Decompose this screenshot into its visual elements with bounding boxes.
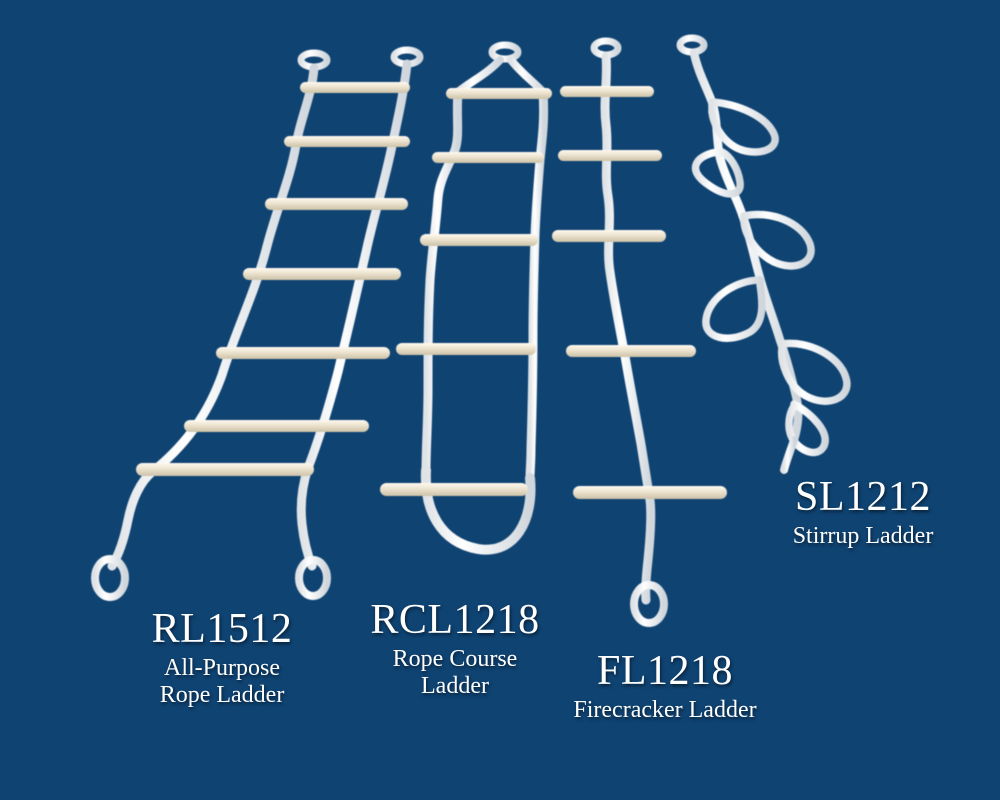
product-label-rl1512: RL1512 All-Purpose Rope Ladder bbox=[92, 606, 352, 709]
product-label-rcl1218: RCL1218 Rope Course Ladder bbox=[340, 597, 570, 700]
sl1212-stirrup-loops bbox=[691, 98, 851, 457]
product-desc-line2-rl1512: Rope Ladder bbox=[159, 681, 285, 708]
product-desc-line2-rcl1218: Ladder bbox=[421, 672, 489, 699]
rcl1218-rungs bbox=[380, 88, 552, 496]
product-desc-line1-sl1212: Stirrup Ladder bbox=[792, 523, 934, 550]
product-rl1512-graphic bbox=[91, 46, 424, 601]
product-label-sl1212: SL1212 Stirrup Ladder bbox=[748, 474, 978, 550]
product-sku-fl1218: FL1218 bbox=[596, 648, 733, 694]
product-label-fl1218: FL1218 Firecracker Ladder bbox=[550, 648, 780, 724]
product-sku-sl1212: SL1212 bbox=[794, 474, 931, 520]
rl1512-rungs bbox=[136, 82, 410, 476]
product-sl1212-graphic bbox=[676, 34, 851, 474]
product-fl1218-graphic bbox=[552, 37, 727, 627]
product-sku-rcl1218: RCL1218 bbox=[370, 597, 540, 643]
fl1218-rungs bbox=[552, 86, 727, 499]
product-desc-line1-fl1218: Firecracker Ladder bbox=[573, 697, 757, 724]
product-sku-rl1512: RL1512 bbox=[151, 606, 293, 652]
product-desc-line1-rl1512: All-Purpose bbox=[164, 655, 280, 682]
product-desc-line1-rcl1218: Rope Course bbox=[392, 646, 518, 673]
product-rcl1218-graphic bbox=[380, 41, 552, 555]
